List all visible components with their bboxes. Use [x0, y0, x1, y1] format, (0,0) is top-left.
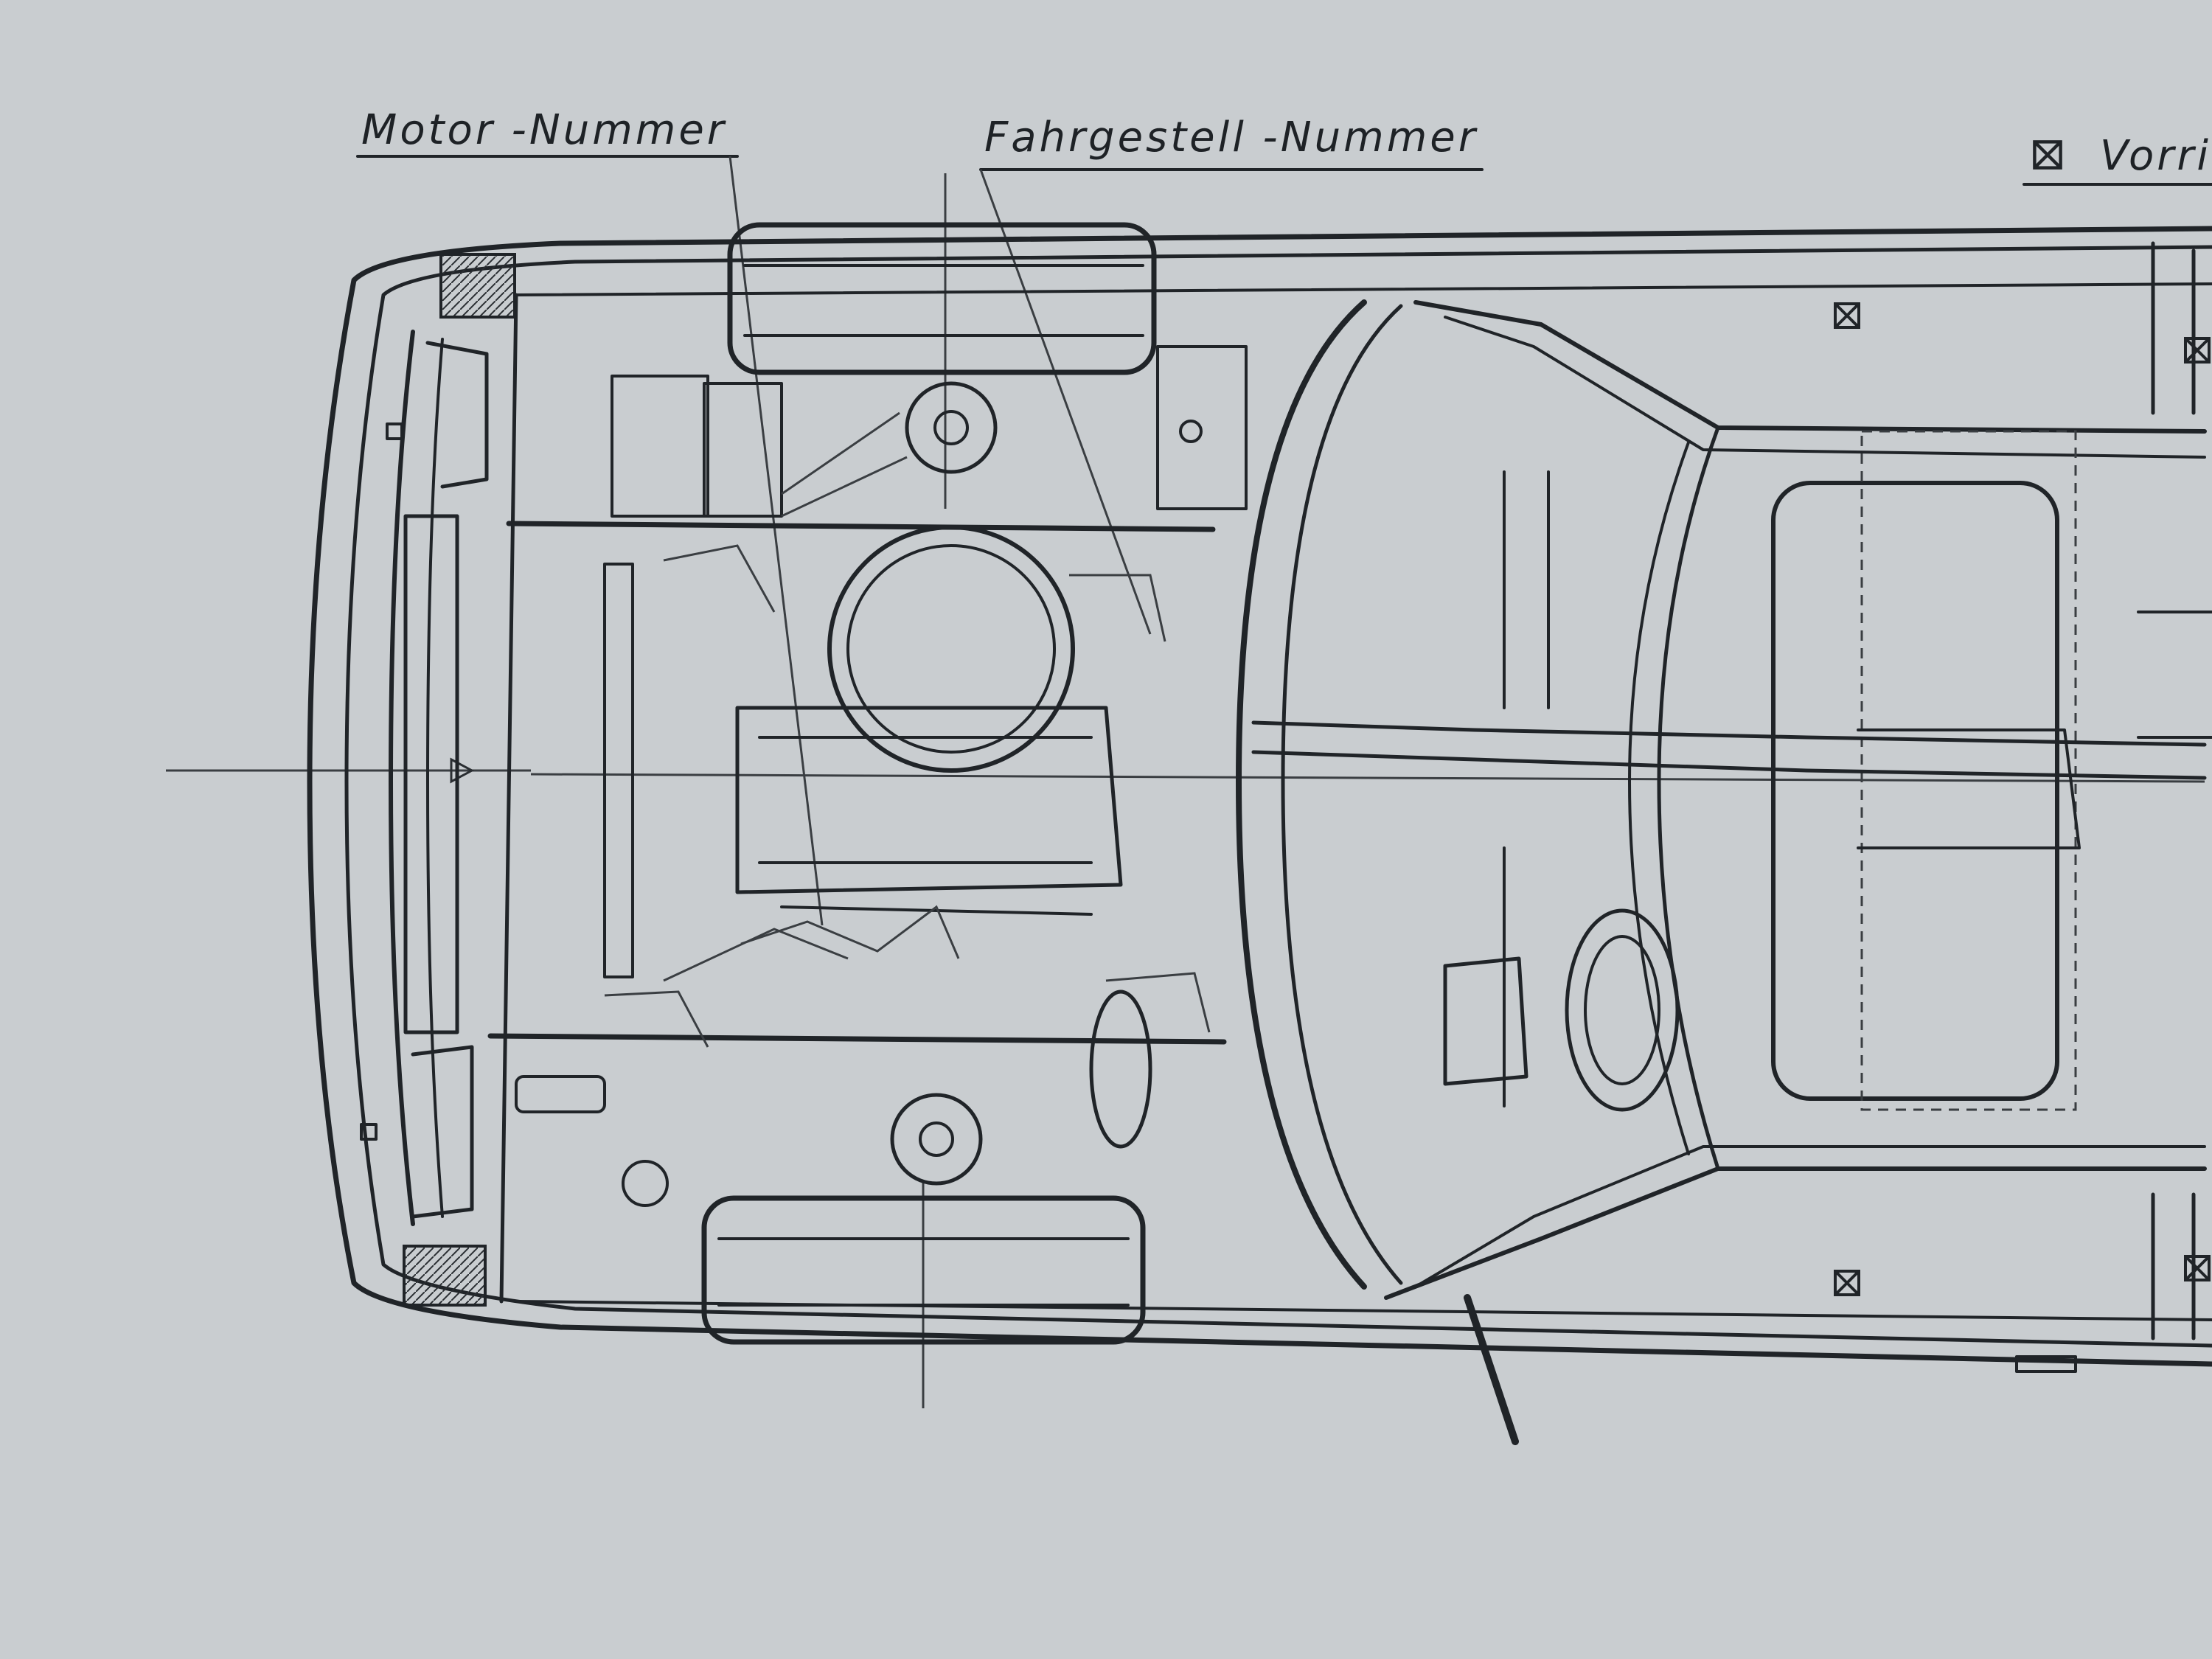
- cabin-floor: [1236, 241, 2212, 1445]
- center-axes: [166, 173, 2205, 1408]
- crossed-square-icon: [2034, 142, 2060, 167]
- label-chassis-number: Fahrgestell -Nummer: [979, 114, 1484, 635]
- label-engine-number: Motor -Nummer: [356, 106, 824, 926]
- engine-number-label: Motor -Nummer: [361, 106, 727, 154]
- body-outline: [307, 226, 2212, 1367]
- chassis-number-label: Fahrgestell -Nummer: [984, 114, 1478, 161]
- engine-bay: [487, 345, 1248, 1207]
- label-marker-legend: Vorri: [2023, 132, 2212, 186]
- marker-legend-label: Vorri: [2100, 132, 2211, 180]
- front-wheels: [701, 222, 1157, 1345]
